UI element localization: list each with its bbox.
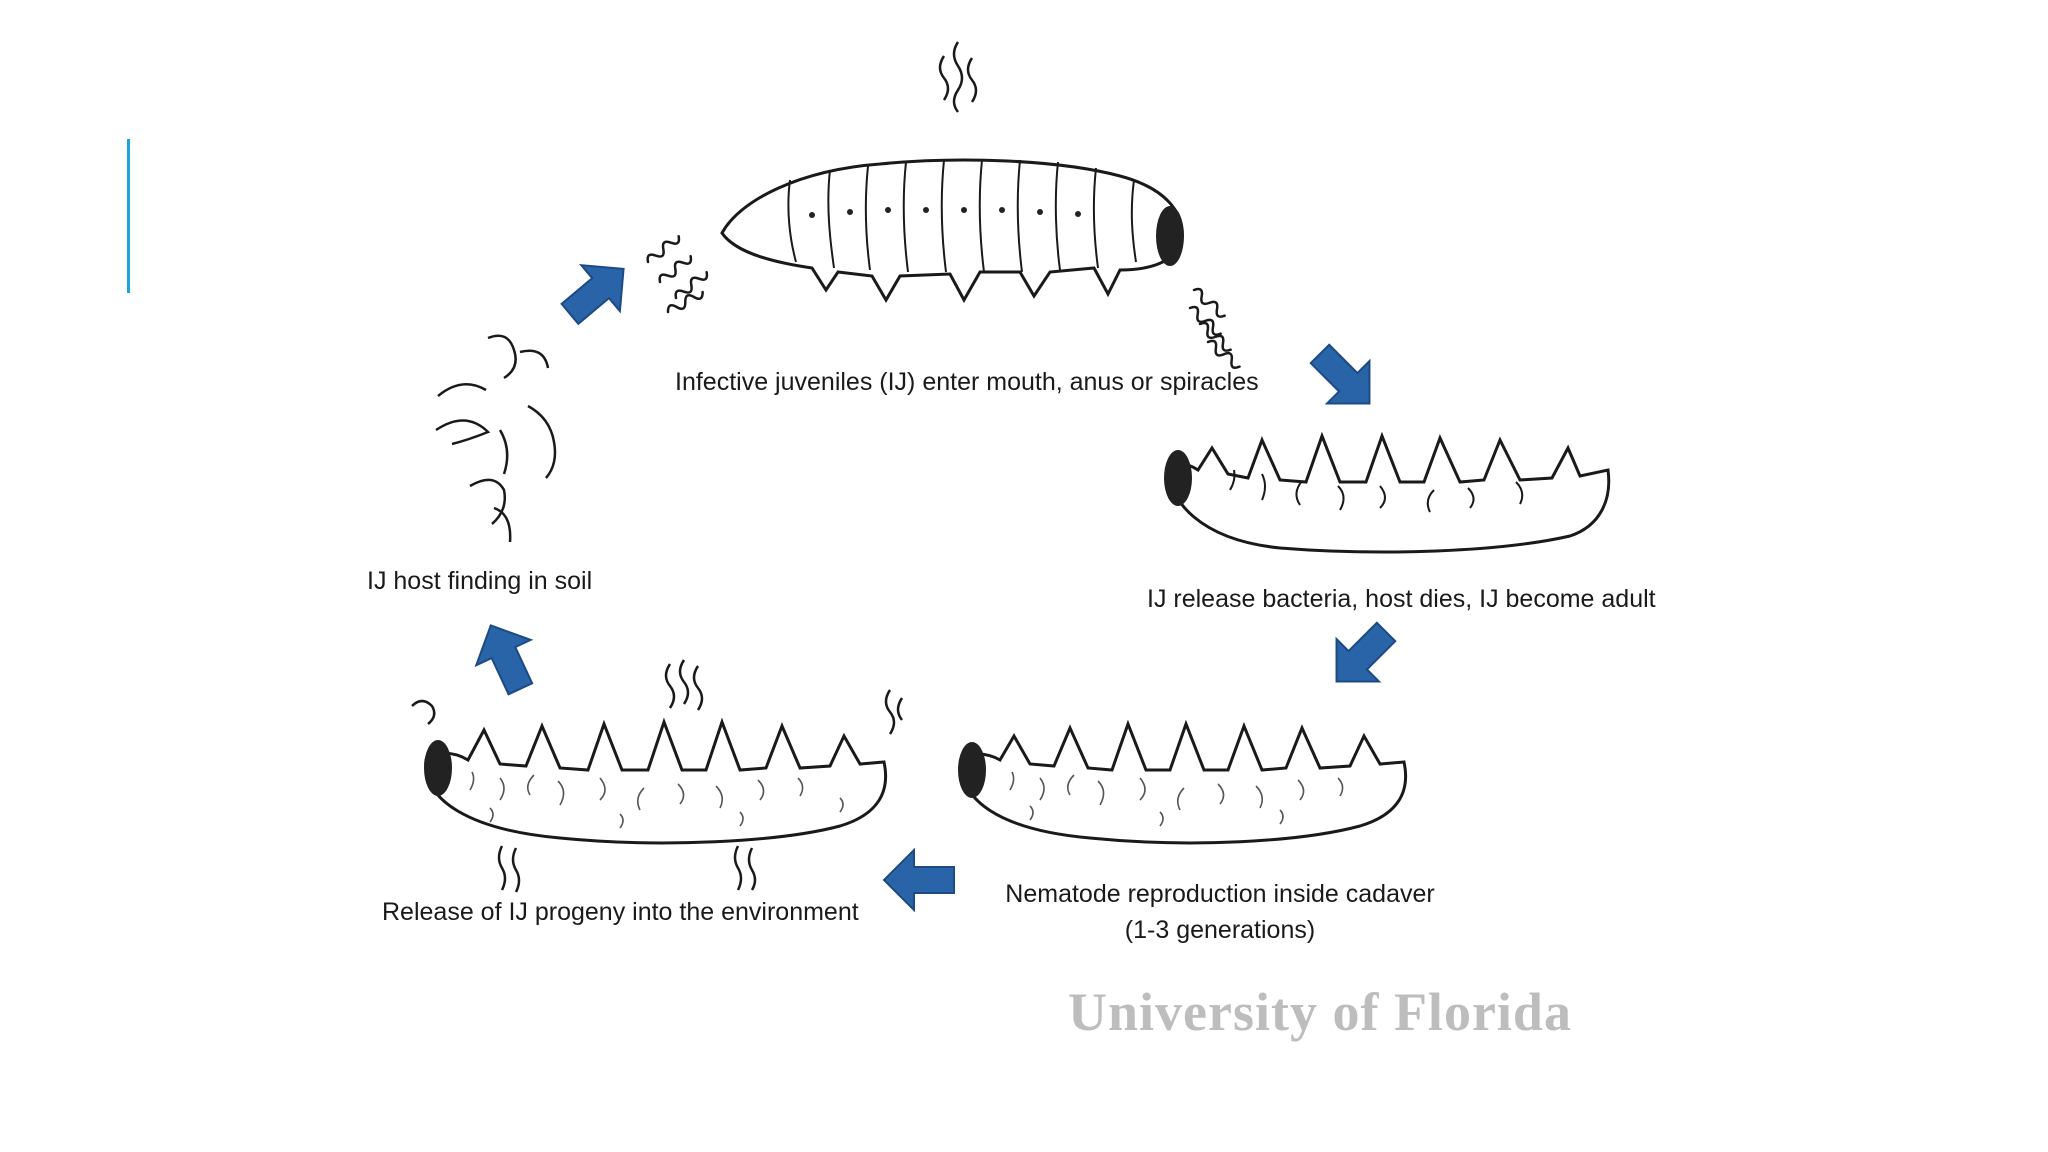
arrow-icon xyxy=(883,849,955,911)
label-release-progeny: Release of IJ progeny into the environme… xyxy=(382,898,859,926)
label-reproduction-generations: (1-3 generations) xyxy=(1125,916,1315,944)
label-reproduction: Nematode reproduction inside cadaver xyxy=(1005,880,1434,908)
label-ij-release-bacteria: IJ release bacteria, host dies, IJ becom… xyxy=(1147,585,1656,613)
label-host-finding: IJ host finding in soil xyxy=(367,567,592,595)
larva-icon xyxy=(958,719,1408,845)
larva-icon xyxy=(720,158,1184,304)
larva-icon xyxy=(1164,431,1611,554)
nematode-icon xyxy=(411,41,1244,893)
arrow-icon xyxy=(462,611,549,703)
label-ij-enter: Infective juveniles (IJ) enter mouth, an… xyxy=(675,368,1259,396)
larva-icon xyxy=(424,717,888,845)
arrow-icon xyxy=(1297,331,1392,426)
watermark: University of Florida xyxy=(1068,982,1572,1042)
slide-accent-bar xyxy=(127,139,130,293)
arrow-icon xyxy=(549,244,644,338)
arrow-icon xyxy=(1314,609,1409,704)
